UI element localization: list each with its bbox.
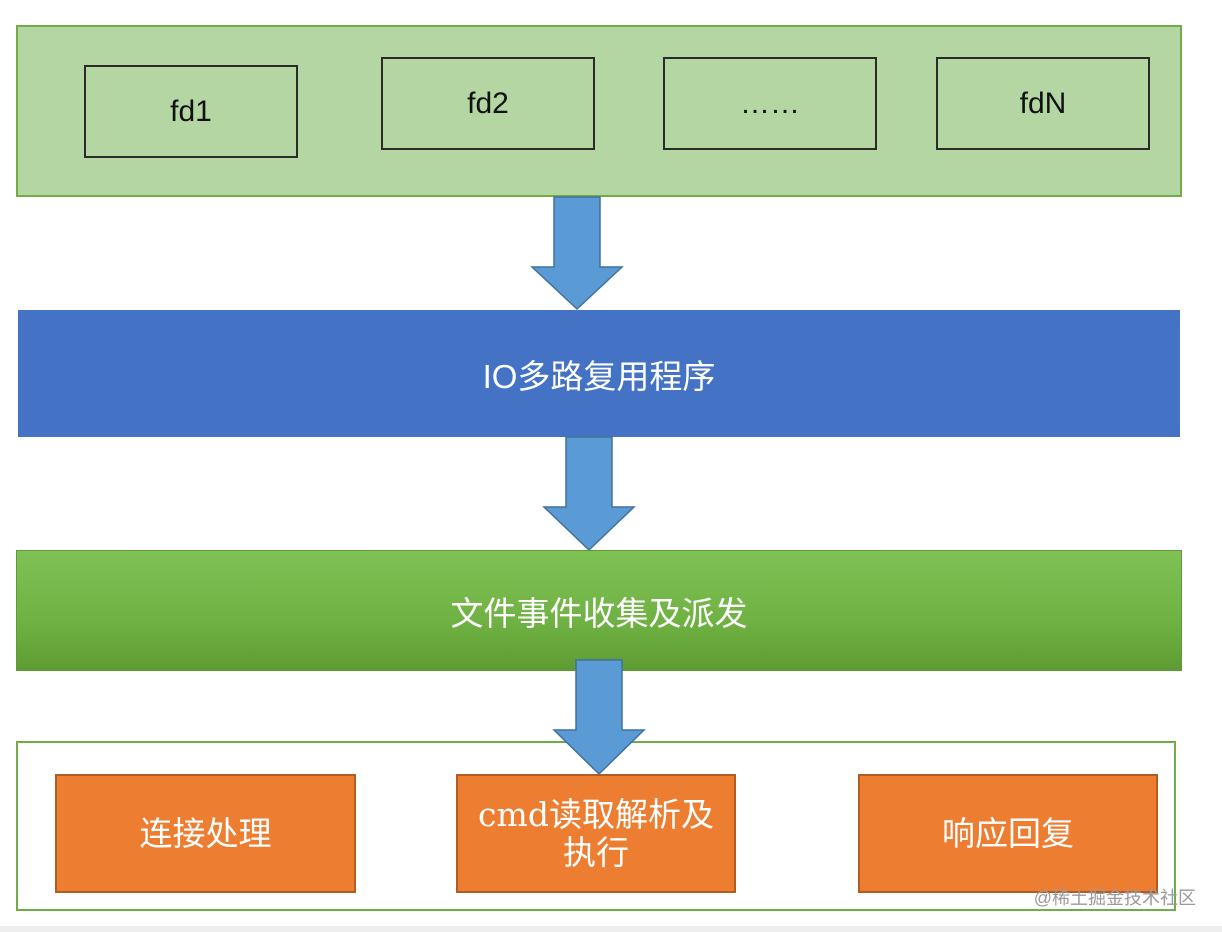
handler-label: 响应回复 [942,813,1074,853]
handler-label: 连接处理 [139,813,272,853]
fd-box-2: fd2 [381,57,595,150]
bottom-divider [0,926,1222,932]
down-arrow-icon [552,659,646,776]
handler-box-reply: 响应回复 [858,774,1158,893]
fd-label: fd2 [467,86,509,120]
fd-box-n: fdN [936,57,1150,150]
io-multiplexer-label: IO多路复用程序 [482,357,716,395]
io-multiplexer-bar: IO多路复用程序 [18,310,1180,437]
fd-box-ellipsis: …… [663,57,877,150]
handler-box-command: cmd读取解析及执行 [456,774,736,893]
fd-label: fdN [1019,86,1067,120]
watermark: @稀土掘金技术社区 [1033,888,1196,908]
handler-box-connection: 连接处理 [55,774,356,893]
event-dispatcher-label: 文件事件收集及派发 [450,593,748,633]
event-dispatcher-bar: 文件事件收集及派发 [16,550,1182,671]
handler-label: cmd读取解析及执行 [478,794,714,872]
down-arrow-icon [542,436,636,552]
fd-box-1: fd1 [84,65,298,158]
down-arrow-icon [530,196,624,311]
fd-label: …… [740,86,800,120]
fd-label: fd1 [170,94,212,128]
